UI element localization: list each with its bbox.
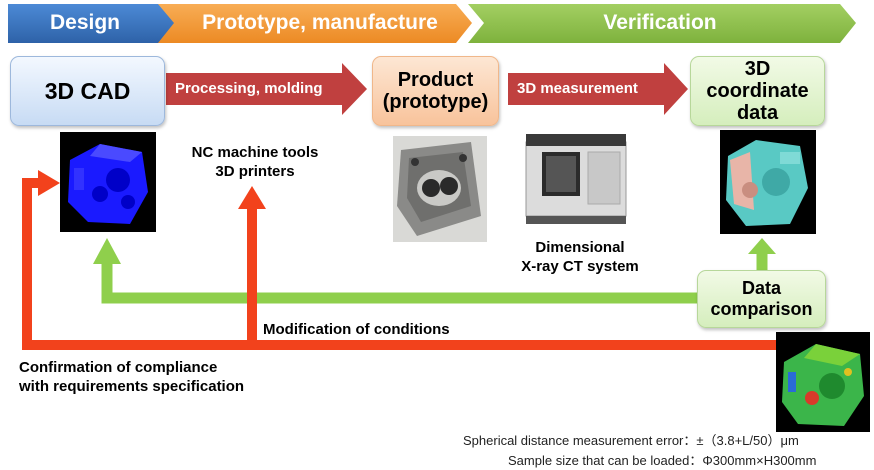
- coordinate-data-box-label: 3D coordinate data: [706, 58, 809, 124]
- cad-model-image: [60, 132, 156, 232]
- design-phase-label: Design: [49, 11, 120, 34]
- sample-size-spec: Sample size that can be loaded：Φ300mm×H3…: [508, 453, 817, 468]
- verification-phase-label: Verification: [603, 11, 717, 34]
- verification-phase-chevron: [468, 4, 856, 43]
- data-comparison-box-label: Data comparison: [710, 278, 813, 319]
- data-comparison-box: Data comparison: [697, 270, 826, 328]
- green-feedback-line: [101, 262, 697, 304]
- processing-arrow: [166, 63, 367, 115]
- red-arrowhead-cad: [38, 170, 60, 196]
- processing-arrow-label: Processing, molding: [175, 80, 323, 97]
- ct-system-image: [522, 126, 634, 228]
- modification-label: Modification of conditions: [263, 321, 450, 338]
- prototype-phase-chevron: [158, 4, 472, 43]
- ct-system-label: Dimensional X-ray CT system: [521, 239, 639, 275]
- green-arrowhead-cad: [93, 238, 121, 264]
- prototype-part-image: [393, 136, 487, 242]
- coordinate-data-box: 3D coordinate data: [690, 56, 825, 126]
- comparison-color-map-image: [776, 332, 870, 432]
- red-feedback-line: [22, 178, 778, 350]
- measurement-error-spec: Spherical distance measurement error：±（3…: [463, 433, 799, 448]
- measurement-arrow: [508, 63, 688, 115]
- green-arrowhead-data: [748, 238, 776, 254]
- cad-box: 3D CAD: [10, 56, 165, 126]
- red-arrowhead-tools: [238, 186, 266, 209]
- confirmation-label: Confirmation of compliance with requirem…: [19, 359, 245, 395]
- cad-box-label: 3D CAD: [44, 77, 131, 104]
- design-phase-chevron: [8, 4, 178, 43]
- measurement-arrow-label: 3D measurement: [517, 80, 638, 97]
- product-box-label: Product (prototype): [382, 69, 489, 113]
- prototype-phase-label: Prototype, manufacture: [202, 11, 438, 34]
- product-box: Product (prototype): [372, 56, 499, 126]
- nc-tools-label: NC machine tools 3D printers: [191, 144, 319, 180]
- coordinate-data-image: [720, 130, 816, 234]
